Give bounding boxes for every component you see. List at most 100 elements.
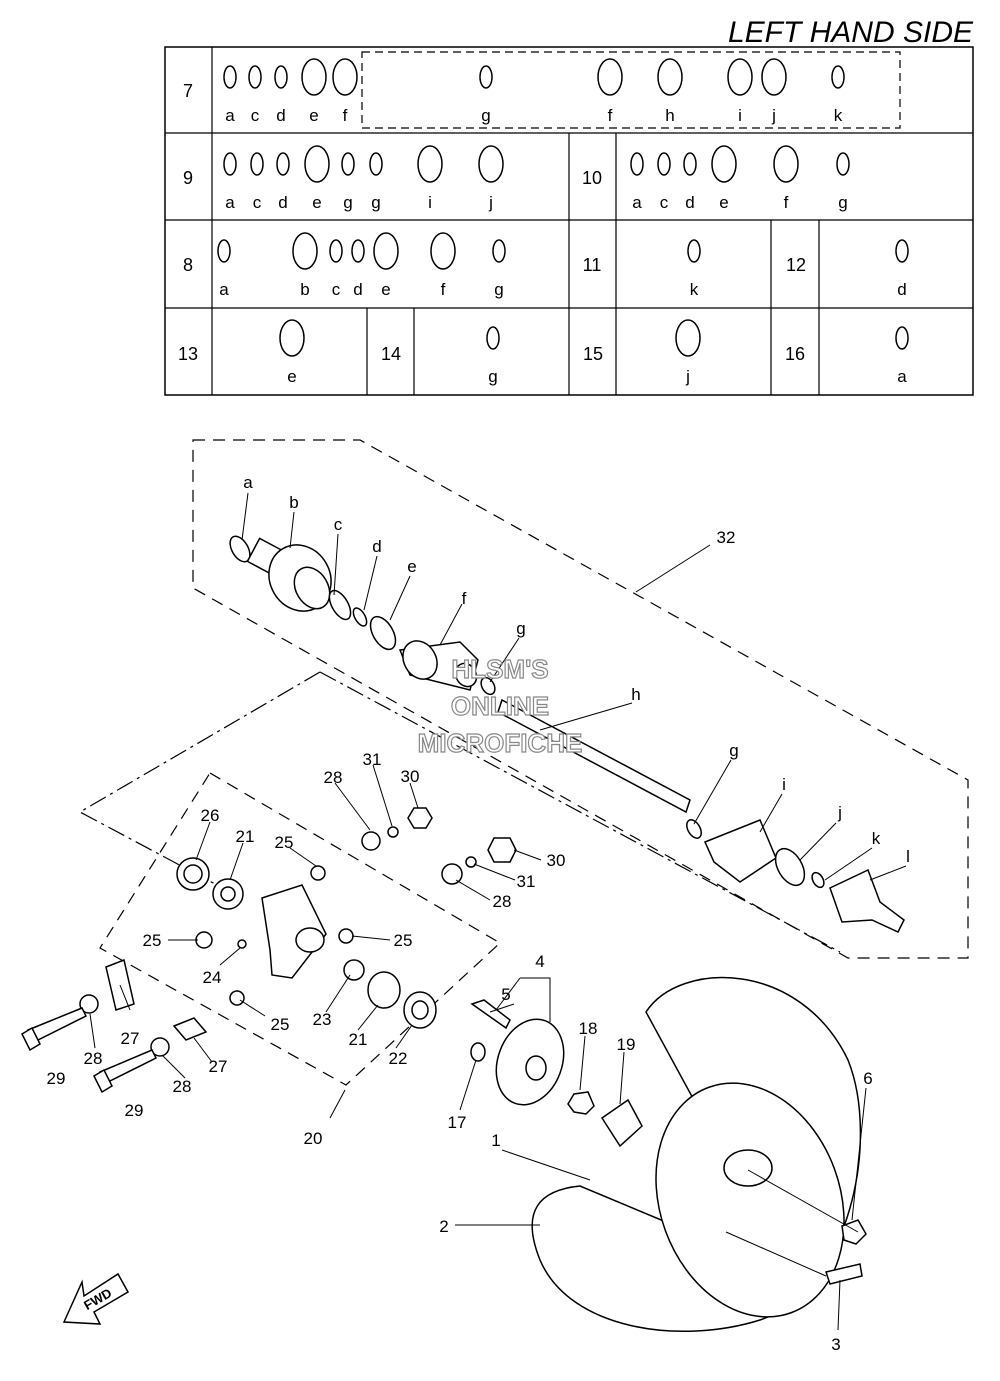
table-part-letter: g [481, 106, 490, 125]
table-row-number: 13 [178, 344, 198, 364]
part-number-callout: 24 [203, 968, 222, 987]
table-part-icon [831, 65, 845, 89]
table-part-letter: d [353, 280, 362, 299]
part-number-callout: 2 [439, 1217, 448, 1236]
table-part-letter: c [253, 193, 262, 212]
drive-shaft-assembly [229, 535, 905, 933]
table-row-number: 9 [183, 168, 193, 188]
table-part-icon [895, 326, 909, 350]
table-part-letter: c [332, 280, 341, 299]
table-part-icon [217, 239, 231, 263]
table-part-icon [711, 145, 737, 183]
part-number-callout: 28 [84, 1049, 103, 1068]
table-part-icon [895, 239, 909, 263]
table-part-icon [773, 145, 799, 183]
table-part-letter: h [665, 106, 674, 125]
part-number-callout: 29 [125, 1101, 144, 1120]
table-part-letter: f [343, 106, 348, 125]
table-part-letter: g [488, 367, 497, 386]
part-number-callout: 4 [535, 952, 544, 971]
table-part-letter: g [494, 280, 503, 299]
part-number-callout: 28 [173, 1077, 192, 1096]
table-part-icon [341, 152, 355, 176]
table-part-icon [727, 58, 753, 96]
table-part-letter: a [897, 367, 907, 386]
table-part-letter: k [834, 106, 843, 125]
shaft-part-letter: d [372, 537, 381, 556]
table-part-icon [250, 152, 264, 176]
shaft-part-letter: l [906, 847, 910, 866]
table-row-number: 7 [183, 81, 193, 101]
shaft-part-letter: c [334, 515, 343, 534]
table-part-letter: a [225, 193, 235, 212]
table-part-icon [329, 239, 343, 263]
table-part-icon [657, 152, 671, 176]
table-part-letter: g [343, 193, 352, 212]
part-number-callout: 20 [304, 1129, 323, 1148]
table-part-icon [761, 58, 787, 96]
part-number-callout: 1 [491, 1131, 500, 1150]
shaft-part-letter: b [289, 493, 298, 512]
table-part-icon [248, 65, 262, 89]
table-part-letter: g [838, 193, 847, 212]
table-part-letter: e [312, 193, 321, 212]
table-part-icon [417, 145, 443, 183]
table-part-icon [223, 152, 237, 176]
part-number-callout: 3 [831, 1335, 840, 1354]
table-part-letter: d [685, 193, 694, 212]
table-part-letter: a [632, 193, 642, 212]
table-part-icon [836, 152, 850, 176]
part-number-callout: 31 [363, 750, 382, 769]
shaft-part-letter: e [407, 557, 416, 576]
fwd-arrow-icon: FWD [62, 1272, 130, 1325]
table-part-letter: f [608, 106, 613, 125]
part-number-callout: 28 [493, 892, 512, 911]
table-part-icon [274, 65, 288, 89]
table-row-number: 14 [381, 344, 401, 364]
table-part-letter: k [690, 280, 699, 299]
part-number-callout: 27 [121, 1029, 140, 1048]
part-number-callout: 22 [389, 1049, 408, 1068]
table-part-letter: d [278, 193, 287, 212]
table-row-number: 15 [583, 344, 603, 364]
table-part-letter: e [719, 193, 728, 212]
table-part-icon [687, 239, 701, 263]
part-number-callout: 25 [275, 833, 294, 852]
part-number-callout: 21 [349, 1030, 368, 1049]
part-number-callout: 23 [313, 1010, 332, 1029]
table-part-icon [292, 232, 318, 270]
table-row-number: 10 [582, 168, 602, 188]
table-part-letter: a [225, 106, 235, 125]
table-part-letter: a [219, 280, 229, 299]
wheel-assembly [470, 976, 867, 1333]
watermark-line-1: HLSM'S [451, 654, 548, 684]
table-part-icon [223, 65, 237, 89]
table-row-number: 12 [786, 255, 806, 275]
shaft-part-letter: g [516, 619, 525, 638]
page-title: LEFT HAND SIDE [728, 16, 974, 49]
part-number-callout: 6 [863, 1069, 872, 1088]
table-part-icon [683, 152, 697, 176]
table-part-icon [486, 326, 500, 350]
table-part-letter: b [300, 280, 309, 299]
table-part-icon [304, 145, 330, 183]
part-number-callout: 27 [209, 1057, 228, 1076]
part-number-callout: 25 [271, 1015, 290, 1034]
shaft-part-letter: f [462, 589, 467, 608]
table-part-icon [351, 239, 365, 263]
table-row-number: 16 [785, 344, 805, 364]
part-number-callout: 30 [401, 767, 420, 786]
part-number-callout: 26 [201, 806, 220, 825]
table-part-icon [630, 152, 644, 176]
part-number-callout: 30 [547, 851, 566, 870]
table-part-letter: d [276, 106, 285, 125]
table-part-letter: j [685, 367, 690, 386]
shaft-part-letter: h [631, 685, 640, 704]
table-part-letter: e [381, 280, 390, 299]
table-part-icon [301, 58, 327, 96]
table-part-icon [492, 239, 506, 263]
table-part-letter: f [784, 193, 789, 212]
